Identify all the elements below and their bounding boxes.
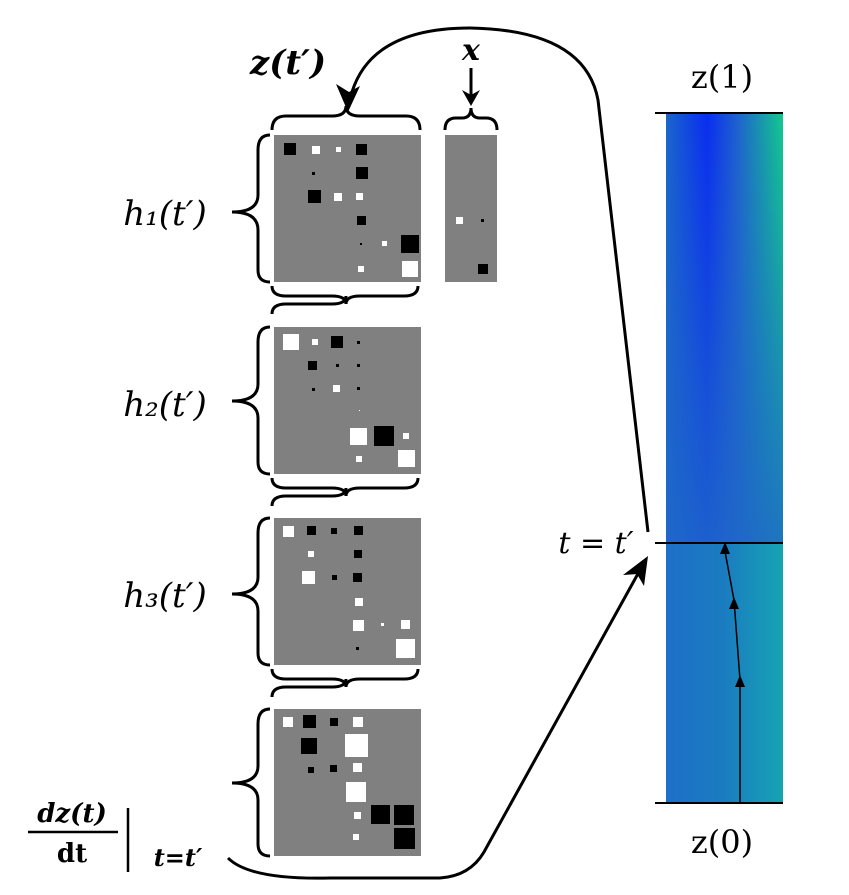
x-arrow-head xyxy=(462,90,480,106)
deriv-numerator: dz(t) xyxy=(37,799,107,829)
trajectory-arrow-2 xyxy=(729,597,739,609)
left-braces xyxy=(230,133,271,858)
trajectory-arrow-1 xyxy=(735,675,745,687)
trajectory-path xyxy=(723,545,741,803)
z-brace xyxy=(270,105,422,131)
feedback-arrow xyxy=(350,26,650,533)
deriv-subscript: t=t′ xyxy=(154,843,203,872)
x-brace xyxy=(443,107,499,131)
deriv-denominator: dt xyxy=(57,839,87,869)
trajectory-arrow-3 xyxy=(720,542,730,554)
state-column xyxy=(655,112,783,804)
x-label: x xyxy=(461,33,481,68)
t-eq-label: t = t′ xyxy=(558,526,633,561)
between-braces xyxy=(270,285,420,698)
z0-label: z(0) xyxy=(691,823,753,861)
matrix-h2 xyxy=(274,327,421,474)
derivative-arrow-head xyxy=(623,556,648,586)
matrix-z-h1 xyxy=(274,135,421,282)
h3-label: h₃(t′) xyxy=(123,576,206,616)
z-t-prime-label: z(t′) xyxy=(249,43,326,83)
state-gradient-bottom xyxy=(666,543,783,803)
matrix-derivative xyxy=(274,709,421,856)
h2-label: h₂(t′) xyxy=(123,385,206,425)
matrix-h3 xyxy=(274,518,421,665)
z1-label: z(1) xyxy=(691,58,753,96)
h1-label: h₁(t′) xyxy=(123,194,206,234)
feedback-arrow-head xyxy=(336,84,360,112)
matrix-x xyxy=(445,135,497,282)
derivative-arrow xyxy=(226,569,642,880)
state-gradient-fade xyxy=(666,113,783,543)
